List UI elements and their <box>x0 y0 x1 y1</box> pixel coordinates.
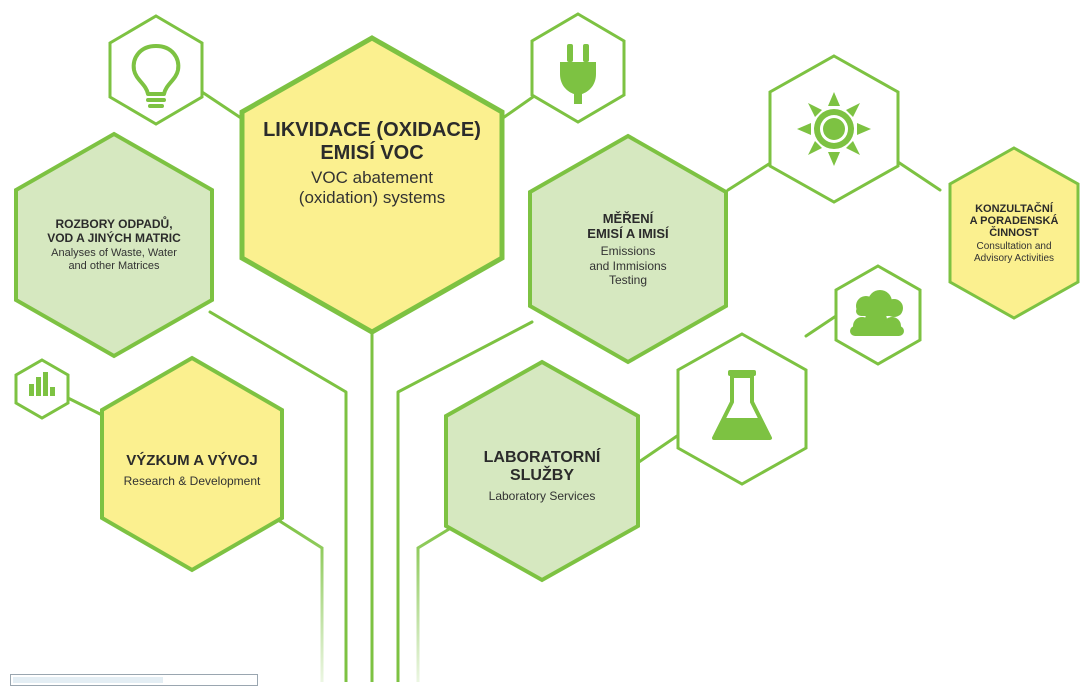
laboratory-subtitle-line-1: Laboratory Services <box>488 488 596 503</box>
research-hexagon[interactable] <box>100 355 284 573</box>
measurement-subtitle-line-3: Testing <box>608 273 648 288</box>
research-stem <box>277 518 324 682</box>
laboratory-title: LABORATORNÍ SLUŽBY <box>484 449 601 485</box>
connector-sun-measure <box>726 160 774 192</box>
analyses-subtitle: Analyses of Waste, Water and other Matri… <box>51 247 177 273</box>
laboratory-stem <box>416 518 465 682</box>
flask-hexagon <box>676 332 808 486</box>
corner-frame <box>10 674 258 686</box>
measurement-subtitle-line-1: Emissions <box>600 244 656 259</box>
analyses-title-line-2: VOD A JINÝCH MATRIC <box>47 230 181 245</box>
voc-subtitle-line-2: (oxidation) systems <box>298 188 446 208</box>
connector-cloud-flask <box>804 314 838 338</box>
connector-chart-research <box>66 396 106 418</box>
trunk-right <box>396 320 534 682</box>
consulting-node[interactable]: KONZULTAČNÍ A PORADENSKÁ ČINNOST Consult… <box>952 188 1076 280</box>
chart-hexagon <box>14 358 70 420</box>
voc-title-line-2: EMISÍ VOC <box>320 141 424 164</box>
research-subtitle-line-1: Research & Development <box>123 474 261 489</box>
sun-icon <box>797 92 871 166</box>
consulting-title-line-3: ČINNOST <box>989 227 1039 240</box>
cloud-icon <box>850 290 904 336</box>
voc-node[interactable]: LIKVIDACE (OXIDACE) EMISÍ VOC VOC abatem… <box>248 104 496 224</box>
analyses-title-line-1: ROZBORY ODPADŮ, <box>55 217 173 232</box>
measurement-title: MĚŘENÍ EMISÍ A IMISÍ <box>587 212 668 241</box>
trunk-left <box>208 310 348 682</box>
measurement-title-line-2: EMISÍ A IMISÍ <box>587 225 669 241</box>
laboratory-node[interactable]: LABORATORNÍ SLUŽBY Laboratory Services <box>450 436 634 516</box>
consulting-subtitle: Consultation and Advisory Activities <box>974 241 1054 265</box>
analyses-title: ROZBORY ODPADŮ, VOD A JINÝCH MATRIC <box>47 217 181 245</box>
plug-icon <box>560 44 596 104</box>
consulting-title-line-2: A PORADENSKÁ <box>969 214 1059 227</box>
flask-icon <box>712 370 772 440</box>
bulb-hexagon <box>108 14 204 126</box>
voc-title: LIKVIDACE (OXIDACE) EMISÍ VOC <box>263 119 481 164</box>
measurement-title-line-1: MĚŘENÍ <box>602 211 654 227</box>
research-subtitle: Research & Development <box>124 474 261 488</box>
research-title-line-1: VÝZKUM A VÝVOJ <box>126 452 258 470</box>
analyses-subtitle-line-1: Analyses of Waste, Water <box>51 247 177 260</box>
consulting-title-line-1: KONZULTAČNÍ <box>975 202 1053 215</box>
analyses-subtitle-line-2: and other Matrices <box>68 260 160 273</box>
laboratory-subtitle: Laboratory Services <box>489 489 596 503</box>
laboratory-hexagon[interactable] <box>444 359 640 583</box>
voc-title-line-1: LIKVIDACE (OXIDACE) <box>263 119 481 142</box>
research-title: VÝZKUM A VÝVOJ <box>126 453 257 470</box>
measurement-subtitle-line-2: and Immisions <box>589 258 667 273</box>
research-node[interactable]: VÝZKUM A VÝVOJ Research & Development <box>104 446 280 496</box>
bar-chart-icon <box>29 372 55 396</box>
connector-flask-lab <box>634 432 682 466</box>
laboratory-title-line-1: LABORATORNÍ <box>483 448 601 466</box>
consulting-subtitle-line-2: Advisory Activities <box>973 253 1055 265</box>
consulting-subtitle-line-1: Consultation and <box>976 241 1052 253</box>
measurement-subtitle: Emissions and Immisions Testing <box>589 244 666 287</box>
corner-frame-fill <box>13 677 163 683</box>
consulting-title: KONZULTAČNÍ A PORADENSKÁ ČINNOST <box>970 203 1059 240</box>
voc-subtitle-line-1: VOC abatement <box>311 168 433 187</box>
measurement-hexagon[interactable] <box>528 133 728 365</box>
voc-subtitle: VOC abatement (oxidation) systems <box>299 168 445 209</box>
connector-sun-consult <box>896 160 942 192</box>
analyses-node[interactable]: ROZBORY ODPADŮ, VOD A JINÝCH MATRIC Anal… <box>18 208 210 284</box>
connector-lines <box>66 90 942 682</box>
laboratory-title-line-2: SLUŽBY <box>509 466 574 484</box>
analyses-hexagon[interactable] <box>14 131 214 359</box>
voc-hexagon[interactable] <box>239 35 505 335</box>
consulting-hexagon[interactable] <box>948 146 1080 320</box>
measurement-node[interactable]: MĚŘENÍ EMISÍ A IMISÍ Emissions and Immis… <box>536 198 720 302</box>
lightbulb-icon <box>131 44 181 108</box>
